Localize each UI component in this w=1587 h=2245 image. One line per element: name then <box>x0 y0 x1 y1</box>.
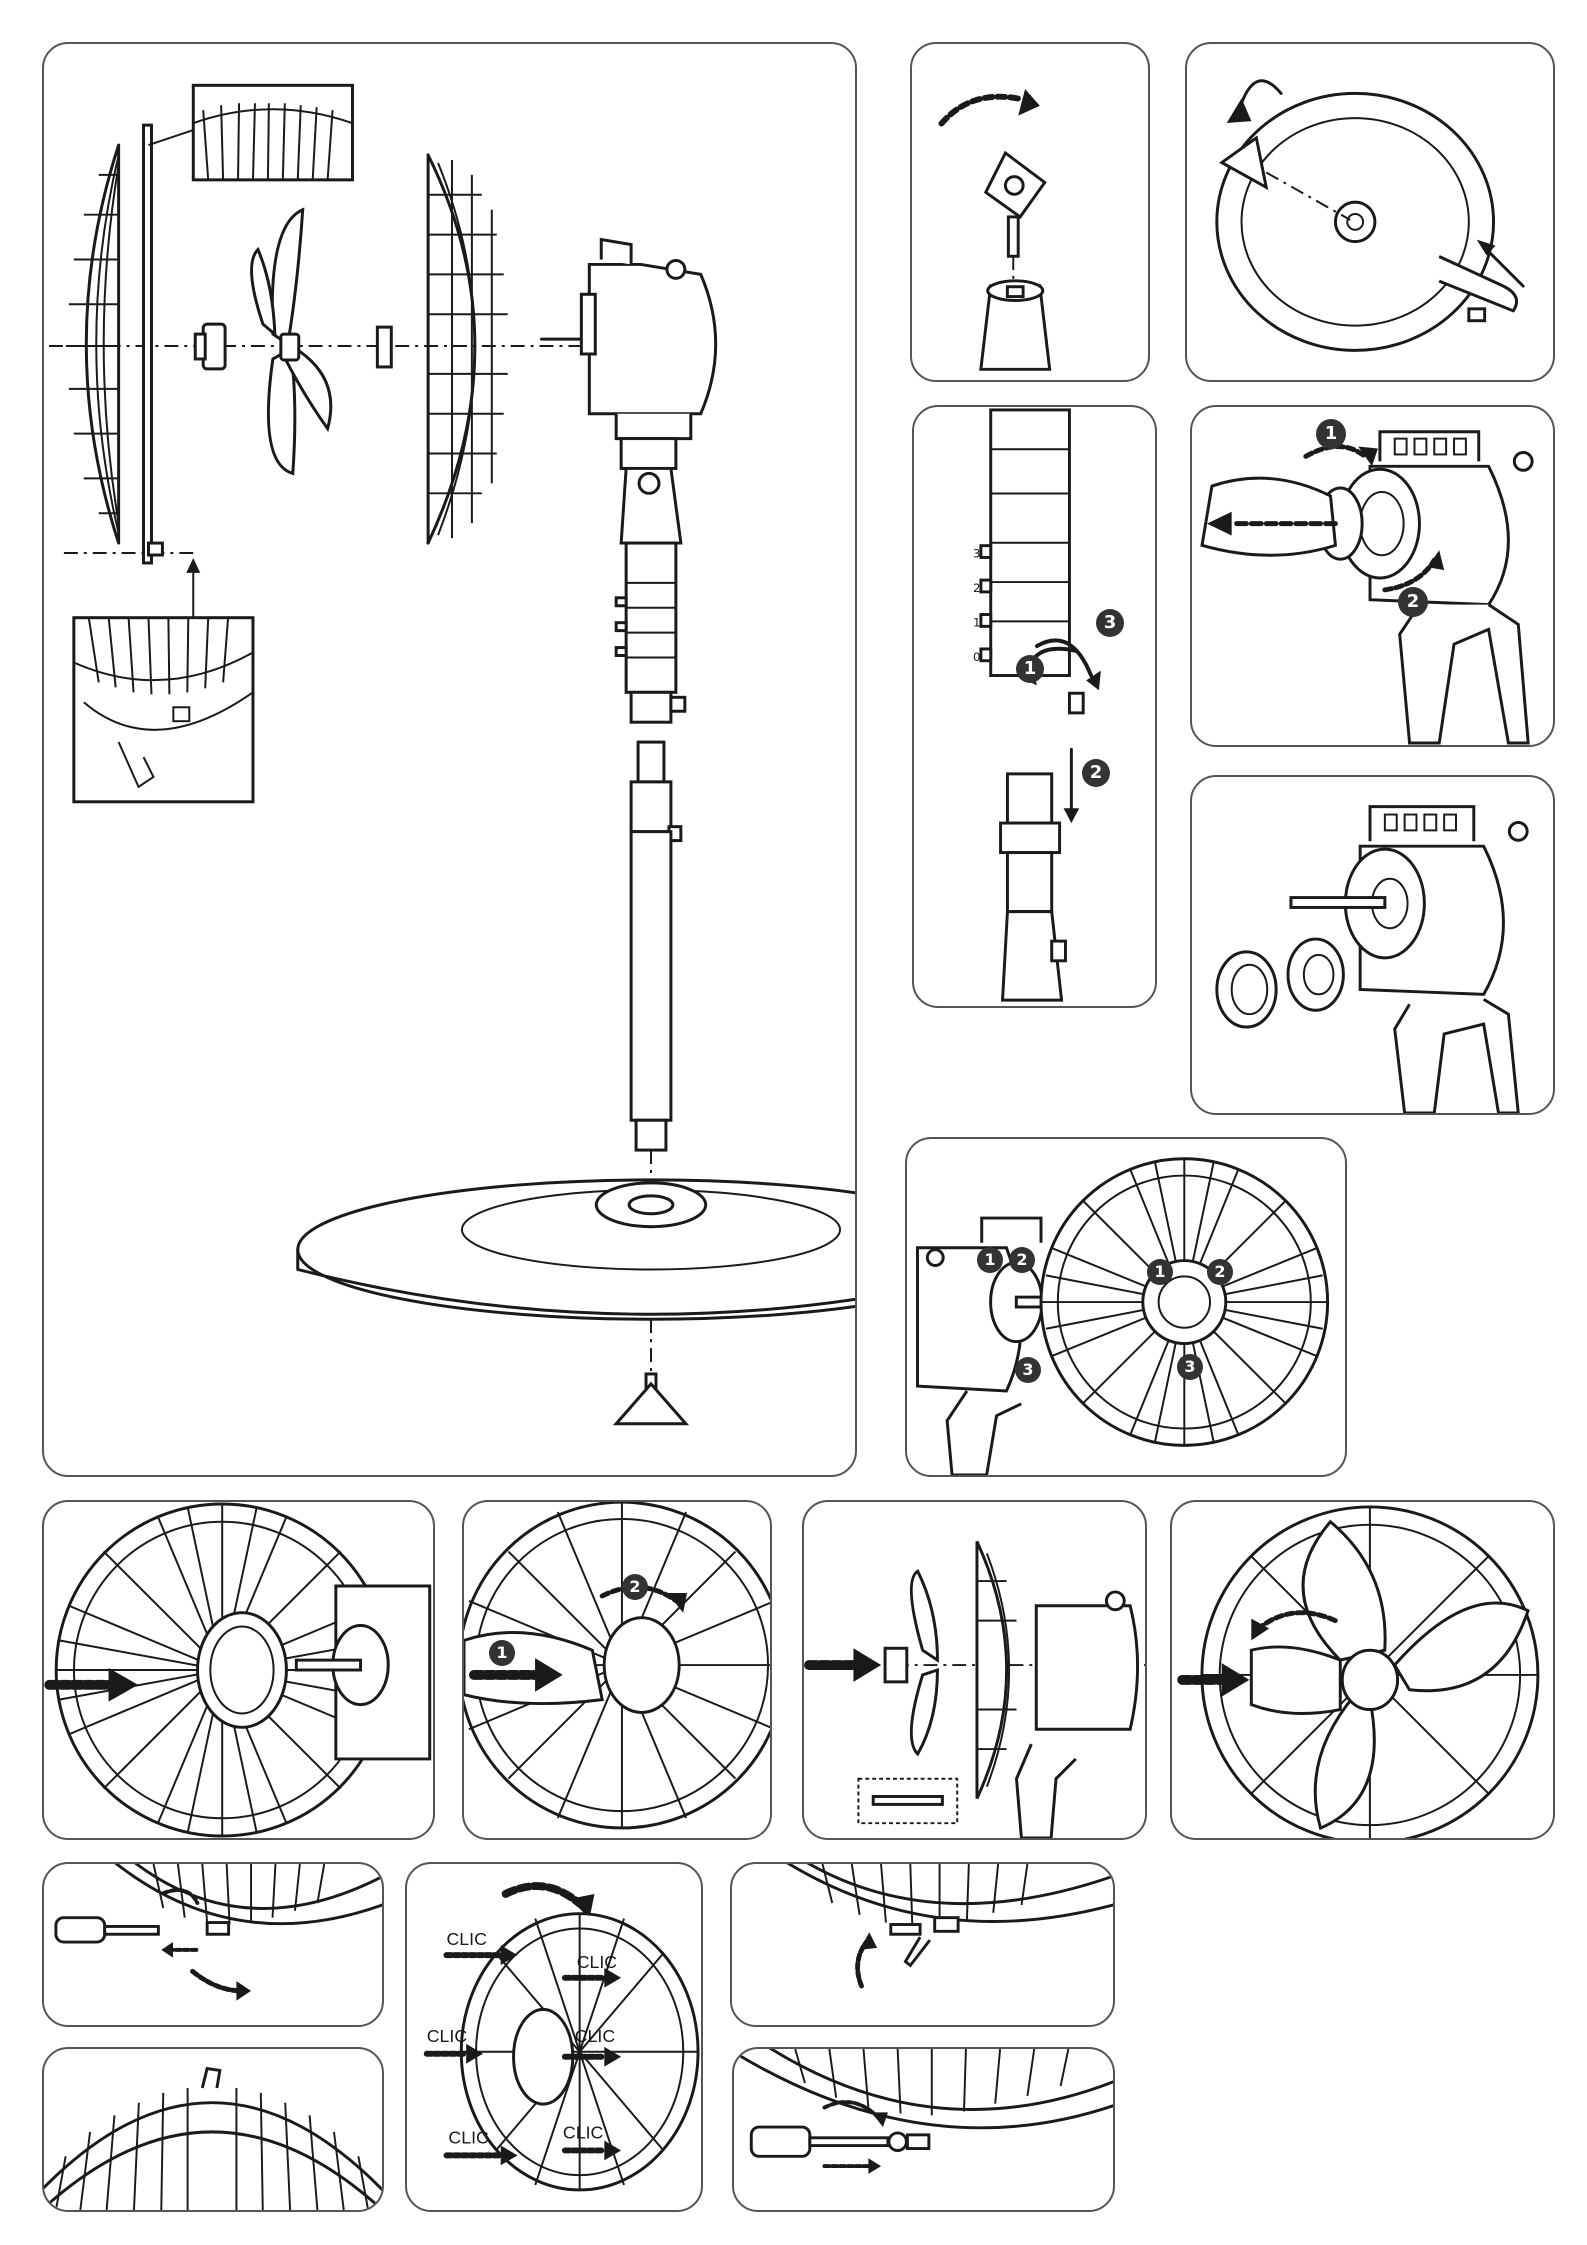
base-knob-illustration <box>912 44 1148 380</box>
panel-rear-grille-align: 1 2 3 1 2 3 <box>905 1137 1347 1477</box>
stand-adjust-illustration: 3 2 1 0 <box>914 407 1155 1006</box>
screw-tighten-illustration <box>734 2049 1113 2210</box>
step-badge-3: 3 <box>1015 1357 1041 1383</box>
panel-remove-nut: 1 2 <box>1190 405 1555 747</box>
step-badge-1: 1 <box>489 1640 515 1666</box>
step-badge-1: 1 <box>977 1247 1003 1273</box>
panel-base-knob-tighten <box>1185 42 1555 382</box>
panel-clic-assembly: CLIC CLIC CLIC CLIC CLIC CLIC <box>405 1862 703 2212</box>
tighten-nut-illustration <box>464 1502 770 1838</box>
clic-label-5: CLIC <box>448 2128 489 2148</box>
rear-grille-align-illustration <box>907 1139 1345 1475</box>
step-badge-1: 1 <box>1316 419 1346 449</box>
panel-tighten-spinner <box>1170 1500 1555 1840</box>
clic-label-2: CLIC <box>577 1952 618 1972</box>
mount-blade-illustration <box>804 1502 1145 1838</box>
panel-clip-detail <box>42 2047 384 2212</box>
panel-mount-blade <box>802 1500 1147 1840</box>
panel-nut-removed <box>1190 775 1555 1115</box>
step-badge-3: 3 <box>1177 1354 1203 1380</box>
panel-mount-rear-grille <box>42 1500 435 1840</box>
step-badge-2: 2 <box>622 1574 648 1600</box>
nut-removed-illustration <box>1192 777 1553 1113</box>
step-badge-2: 2 <box>1082 759 1110 787</box>
panel-base-knob-insert <box>910 42 1150 382</box>
scale-label-0: 0 <box>973 650 981 664</box>
clic-label-4: CLIC <box>575 2026 616 2046</box>
step-badge-2: 2 <box>1207 1259 1233 1285</box>
screw-clip-open-illustration <box>44 1864 382 2025</box>
clic-label-3: CLIC <box>427 2026 468 2046</box>
clip-close-illustration <box>732 1864 1113 2025</box>
panel-clip-close <box>730 1862 1115 2027</box>
step-badge-2: 2 <box>1009 1247 1035 1273</box>
scale-label-2: 2 <box>973 581 981 595</box>
panel-stand-height-adjust: 3 2 1 0 1 2 3 <box>912 405 1157 1008</box>
clic-label-1: CLIC <box>446 1929 487 1949</box>
clic-assembly-illustration: CLIC CLIC CLIC CLIC CLIC CLIC <box>407 1864 701 2210</box>
clip-detail-illustration <box>44 2049 382 2210</box>
exploded-view-panel <box>42 42 857 1477</box>
clic-label-6: CLIC <box>563 2123 604 2143</box>
panel-tighten-nut: 1 2 <box>462 1500 772 1840</box>
scale-label-3: 3 <box>973 546 981 560</box>
tighten-spinner-illustration <box>1172 1502 1553 1838</box>
scale-label-1: 1 <box>973 615 981 629</box>
exploded-view-illustration <box>44 44 855 1475</box>
step-badge-3: 3 <box>1096 609 1124 637</box>
step-badge-2: 2 <box>1398 587 1428 617</box>
step-badge-1: 1 <box>1147 1259 1173 1285</box>
remove-nut-illustration <box>1192 407 1553 745</box>
mount-rear-grille-illustration <box>44 1502 433 1838</box>
base-tighten-illustration <box>1187 44 1553 380</box>
step-badge-1: 1 <box>1016 655 1044 683</box>
panel-screw-tighten <box>732 2047 1115 2212</box>
panel-screw-clip-open <box>42 1862 384 2027</box>
